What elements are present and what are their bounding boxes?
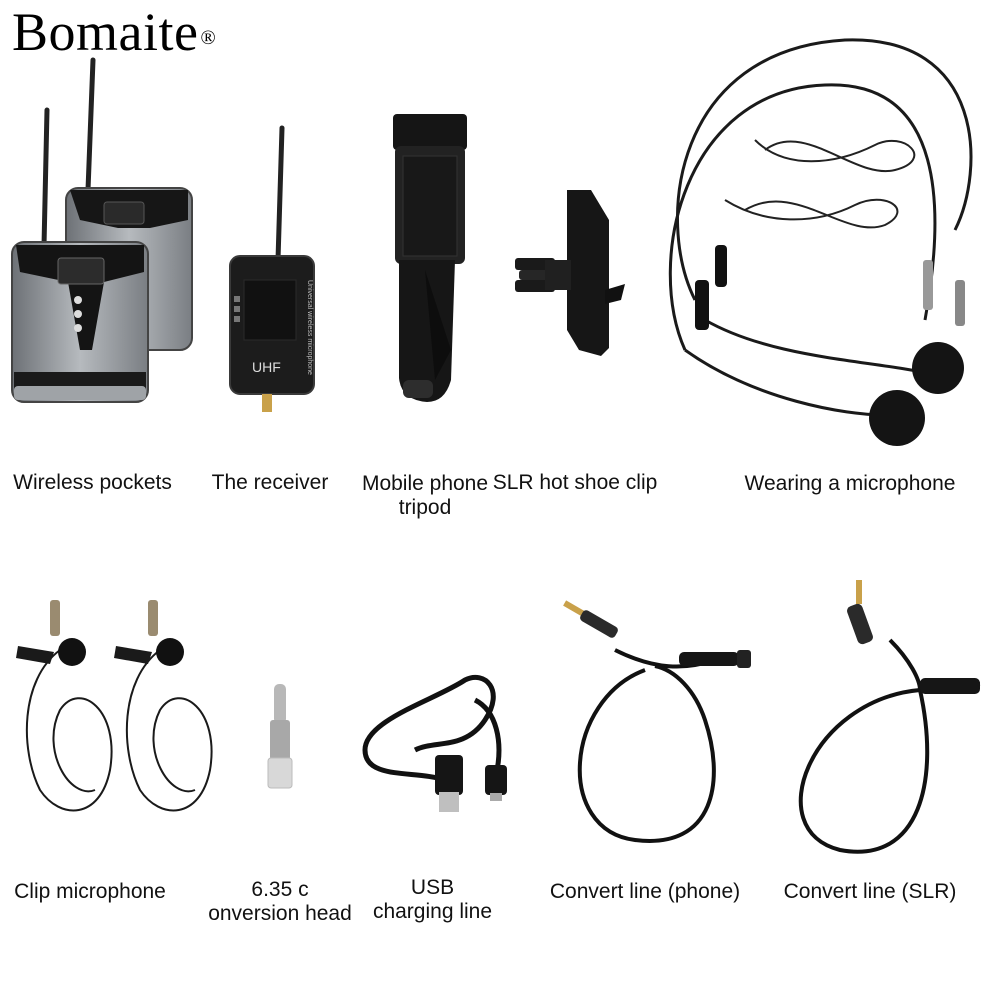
convert-phone-label: Convert line (phone) xyxy=(549,880,741,903)
wireless-pockets-image: Wireless pockets xyxy=(0,50,210,494)
adapter-label: 6.35 c onversion head xyxy=(180,878,380,926)
brand-name: Bomaite xyxy=(12,2,199,62)
clip-mic-image: Clip microphone xyxy=(0,590,230,903)
receiver-badge: UHF xyxy=(252,359,281,375)
convert-slr-label: Convert line (SLR) xyxy=(783,880,957,903)
phone-tripod-drawing xyxy=(393,114,467,402)
convert-phone-drawing xyxy=(563,600,751,843)
clip-mic-label: Clip microphone xyxy=(14,880,166,903)
convert-slr-image: Convert line (SLR) xyxy=(770,580,1000,903)
convert-slr-drawing xyxy=(798,580,981,854)
headset-mic-image: Wearing a microphone xyxy=(655,20,1000,495)
phone-tripod-image: Mobile phone tripod xyxy=(355,110,495,519)
brand-logo: Bomaite® xyxy=(12,0,216,64)
hot-shoe-clip-image: SLR hot shoe clip xyxy=(493,180,657,494)
receiver-drawing: Universal wireless microphone UHF xyxy=(229,125,315,412)
usb-line-image: USB charging line xyxy=(355,660,525,923)
adapter-label-line-2: onversion head xyxy=(208,902,352,925)
adapter-label-line-1: 6.35 c xyxy=(251,878,309,901)
convert-phone-image: Convert line (phone) xyxy=(545,600,765,903)
phone-tripod-label: Mobile phone tripod xyxy=(335,472,515,520)
receiver-image: Universal wireless microphone UHF The re… xyxy=(200,120,340,494)
receiver-side-text: Universal wireless microphone xyxy=(306,280,313,375)
hot-shoe-clip-label: SLR hot shoe clip xyxy=(492,471,658,494)
headset-mic-drawing xyxy=(668,38,973,446)
receiver-label: The receiver xyxy=(211,471,329,494)
usb-line-label-line-1: USB xyxy=(410,876,455,899)
usb-line-label-line-2: charging line xyxy=(372,900,493,923)
wireless-pockets-drawing xyxy=(11,57,193,403)
headset-mic-label: Wearing a microphone xyxy=(744,472,956,495)
adapter-image: 6.35 c onversion head xyxy=(208,680,352,925)
phone-tripod-label-line-1: Mobile phone xyxy=(361,472,489,495)
usb-line-label: USB charging line xyxy=(340,876,525,924)
clip-mic-drawing xyxy=(16,600,213,812)
hot-shoe-clip-drawing xyxy=(515,190,625,356)
phone-tripod-label-line-2: tripod xyxy=(398,496,452,519)
usb-line-drawing xyxy=(362,674,507,812)
adapter-drawing xyxy=(267,684,293,789)
registered-mark: ® xyxy=(200,27,217,49)
wireless-pockets-label: Wireless pockets xyxy=(13,471,172,494)
